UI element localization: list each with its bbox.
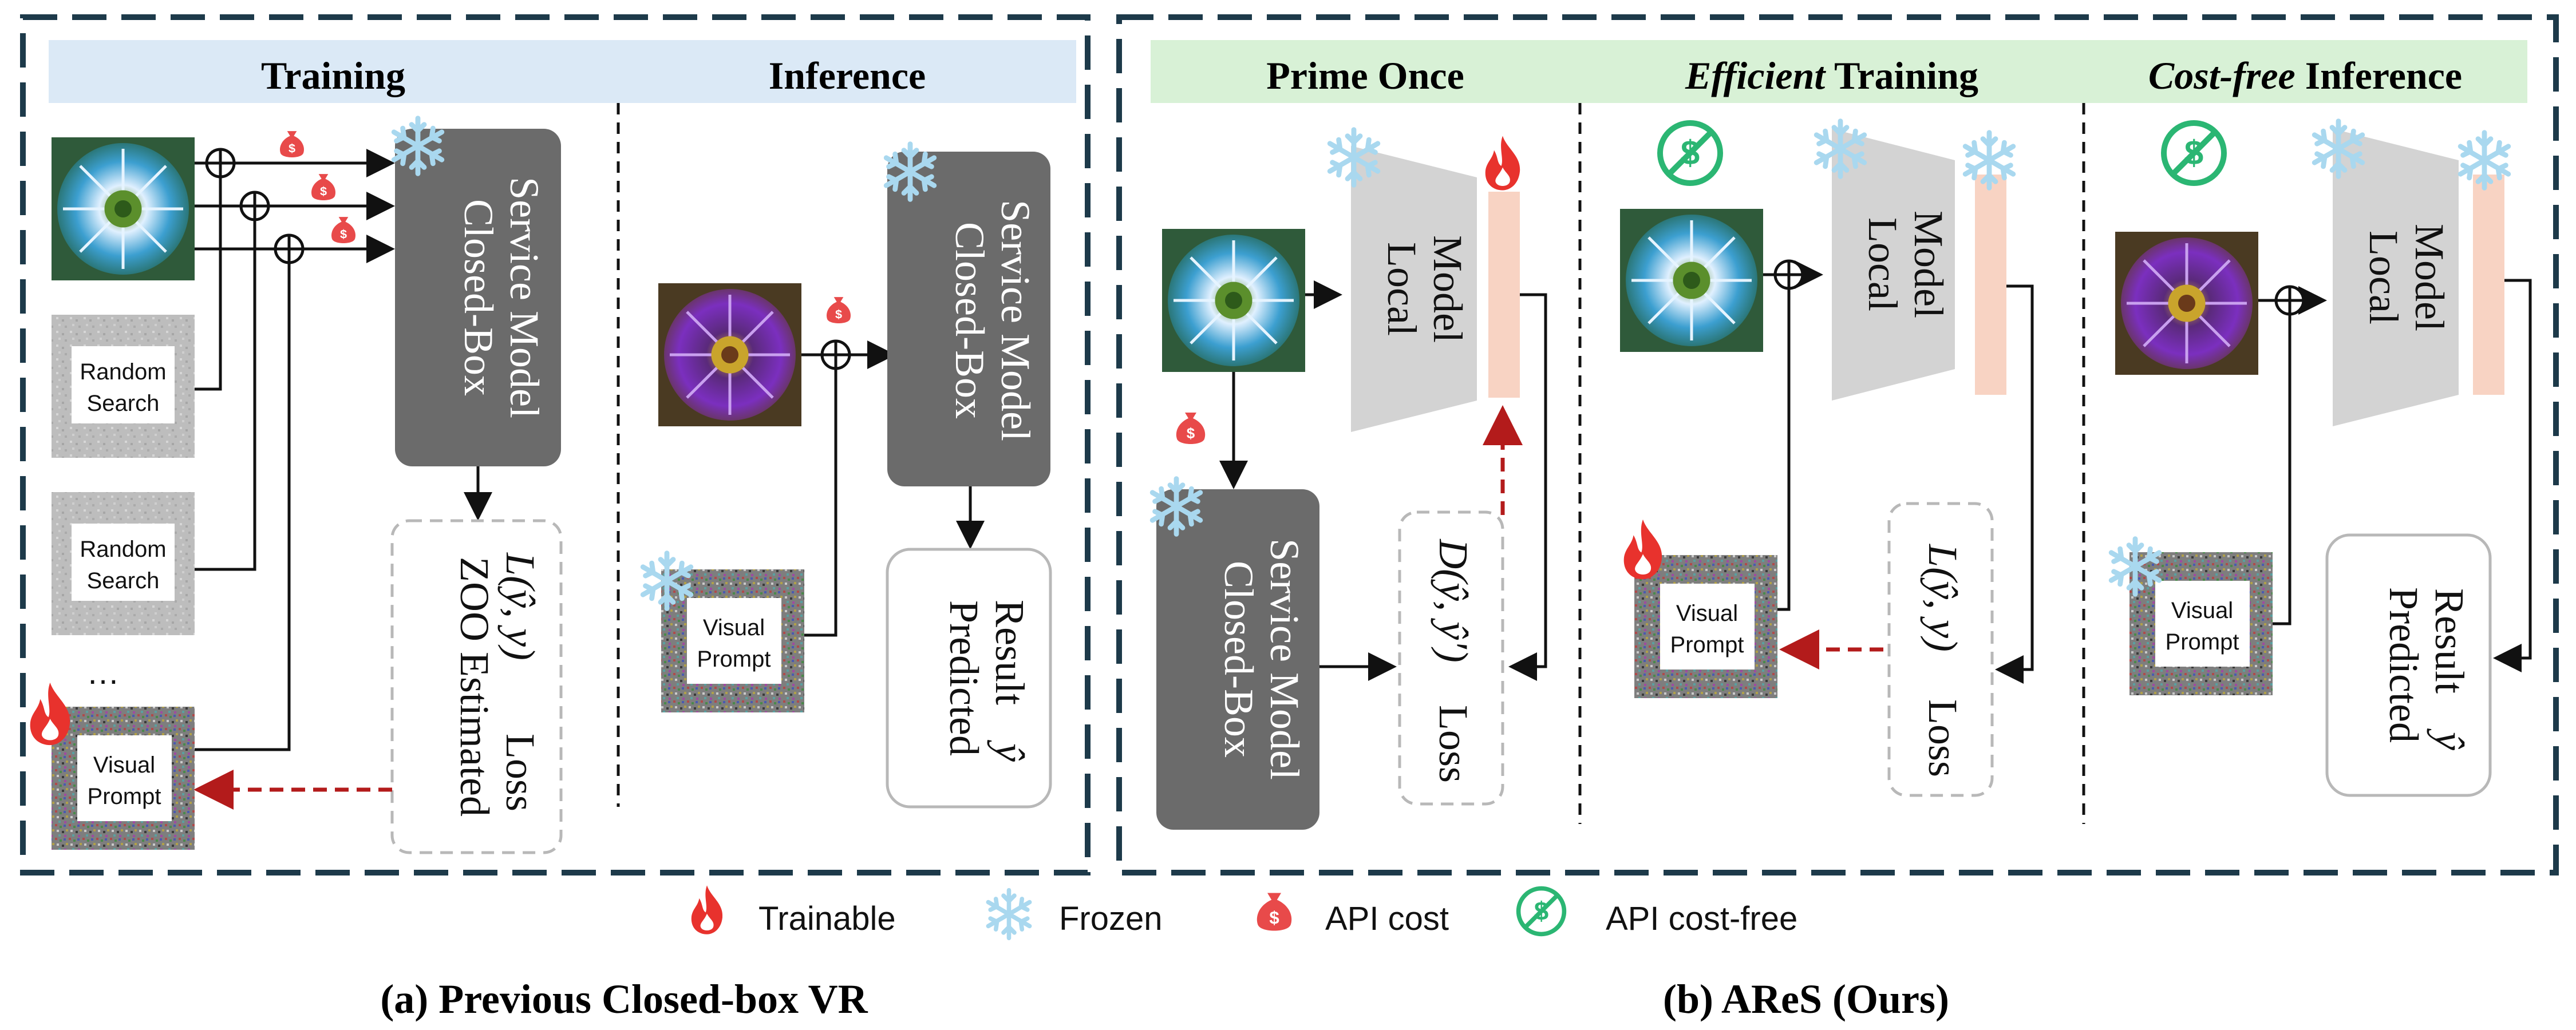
header-costfree: Cost-free Inference [2148,54,2462,97]
money-bag-icon [827,297,851,323]
money-bag-icon [311,174,335,200]
local-model-cost: Local Model [2333,129,2459,426]
snowflake-icon [2460,133,2508,188]
legend-frozen: Frozen [1059,900,1163,937]
header-inference-bg [618,40,1076,103]
panel-a-frame [20,14,1091,876]
svg-text:Prompt: Prompt [2166,629,2239,655]
header-prime-bg [1151,40,1580,103]
svg-text:Random: Random [80,537,166,562]
svg-text:Predicted: Predicted [2381,587,2427,743]
dollar-free-icon [2164,123,2224,183]
svg-text:Prompt: Prompt [1670,632,1744,657]
svg-text:Visual: Visual [2171,598,2233,623]
closed-box-inf: Closed-Box Service Model [887,152,1050,486]
random-search-1: Random Search [52,315,195,458]
svg-text:ŷ: ŷ [987,739,1033,762]
legend-trainable: Trainable [758,900,896,937]
closed-box-train: Closed-Box Service Model [395,129,561,466]
header-inference: Inference [769,54,926,97]
svg-text:Predicted: Predicted [941,600,987,756]
ellipsis-1: … [86,654,120,691]
svg-text:Model: Model [1906,211,1951,318]
visual-prompt-train: Visual Prompt [52,707,195,850]
head-prime [1488,192,1520,398]
svg-text:Local: Local [2361,231,2407,324]
svg-text:Service Model: Service Model [1262,538,1307,780]
money-bag-icon [280,131,304,157]
add-operators-train [205,148,305,264]
svg-text:Result: Result [987,600,1033,705]
flame-icon [30,682,70,746]
svg-text:Local: Local [1379,242,1425,336]
local-model-eff: Local Model [1832,129,1955,401]
flower-image-prime [1162,229,1305,372]
svg-text:Search: Search [87,568,160,593]
panel-b-frame [1116,14,2559,876]
random-search-2: Random Search [52,492,195,635]
svg-text:Loss: Loss [1431,705,1476,783]
svg-text:Result: Result [2427,588,2472,694]
svg-text:Closed-Box: Closed-Box [456,199,501,396]
loss-d-box: Loss D(ŷ, ŷ′) [1398,510,1504,806]
visual-prompt-eff: Visual Prompt [1634,555,1777,698]
svg-text:ŷ: ŷ [2427,728,2472,750]
svg-text:D(ŷ, ŷ′): D(ŷ, ŷ′) [1431,538,1476,663]
svg-text:Random: Random [80,359,166,385]
predicted-result-b: Predicted Result ŷ [2325,533,2492,797]
svg-text:Visual: Visual [703,615,765,640]
head-cost [2473,175,2504,395]
svg-text:Closed-Box: Closed-Box [1216,561,1262,758]
header-cost-bg [2084,40,2527,103]
svg-text:ZOO Estimated: ZOO Estimated [452,557,497,817]
local-model-prime: Local Model [1351,146,1477,432]
zoo-loss-box: ZOO Estimated Loss L(ŷ, y) [390,519,563,854]
snowflake-icon [1965,133,2013,188]
dollar-free-icon [1660,123,1720,183]
svg-text:Model: Model [2407,224,2452,331]
header-training: Training [261,54,405,97]
snowflake-icon [988,890,1029,938]
dollar-free-icon [1519,889,1564,934]
svg-text:Prompt: Prompt [697,647,771,672]
header-training-bg [49,40,618,103]
visual-prompt-inf: Visual Prompt [661,569,804,712]
flower-image-cost [2115,232,2258,375]
svg-text:Search: Search [87,391,160,416]
svg-text:Service Model: Service Model [501,177,547,418]
head-eff [1975,175,2006,395]
visual-prompt-cost: Visual Prompt [2129,552,2273,695]
svg-text:Prompt: Prompt [88,784,161,809]
flower-image-eff [1620,209,1763,352]
loss-l-box: Loss L(ŷ, y) [1887,502,1994,797]
legend-api-free: API cost-free [1606,900,1797,937]
flame-icon [1485,136,1520,191]
flower-image-train [52,137,195,280]
flame-icon [691,885,723,934]
svg-text:Local: Local [1860,217,1906,311]
money-bag-icon [1257,893,1292,931]
svg-text:Visual: Visual [1676,601,1738,626]
svg-text:Loss: Loss [1920,699,1966,777]
flower-image-inf [658,283,801,426]
predicted-result-a: Predicted Result ŷ [886,548,1052,809]
svg-text:L(ŷ, y): L(ŷ, y) [497,552,543,660]
money-bag-icon [1176,413,1206,444]
caption-b: (b) AReS (Ours) [1663,976,1949,1022]
legend-api-cost: API cost [1325,900,1449,937]
flame-icon [1623,519,1662,580]
svg-text:Closed-Box: Closed-Box [947,222,993,419]
header-prime: Prime Once [1266,54,1464,97]
svg-text:Loss: Loss [497,734,543,811]
svg-text:Model: Model [1425,235,1471,343]
closed-box-prime: Closed-Box Service Model [1156,489,1319,830]
header-eff-bg [1580,40,2084,103]
money-bag-icon [331,217,355,243]
svg-text:L(ŷ, y): L(ŷ, y) [1920,544,1966,652]
caption-a: (a) Previous Closed-box VR [380,976,868,1022]
svg-text:Visual: Visual [93,752,155,778]
svg-text:Service Model: Service Model [993,200,1038,441]
header-efficient: Efficient Training [1685,54,1978,97]
